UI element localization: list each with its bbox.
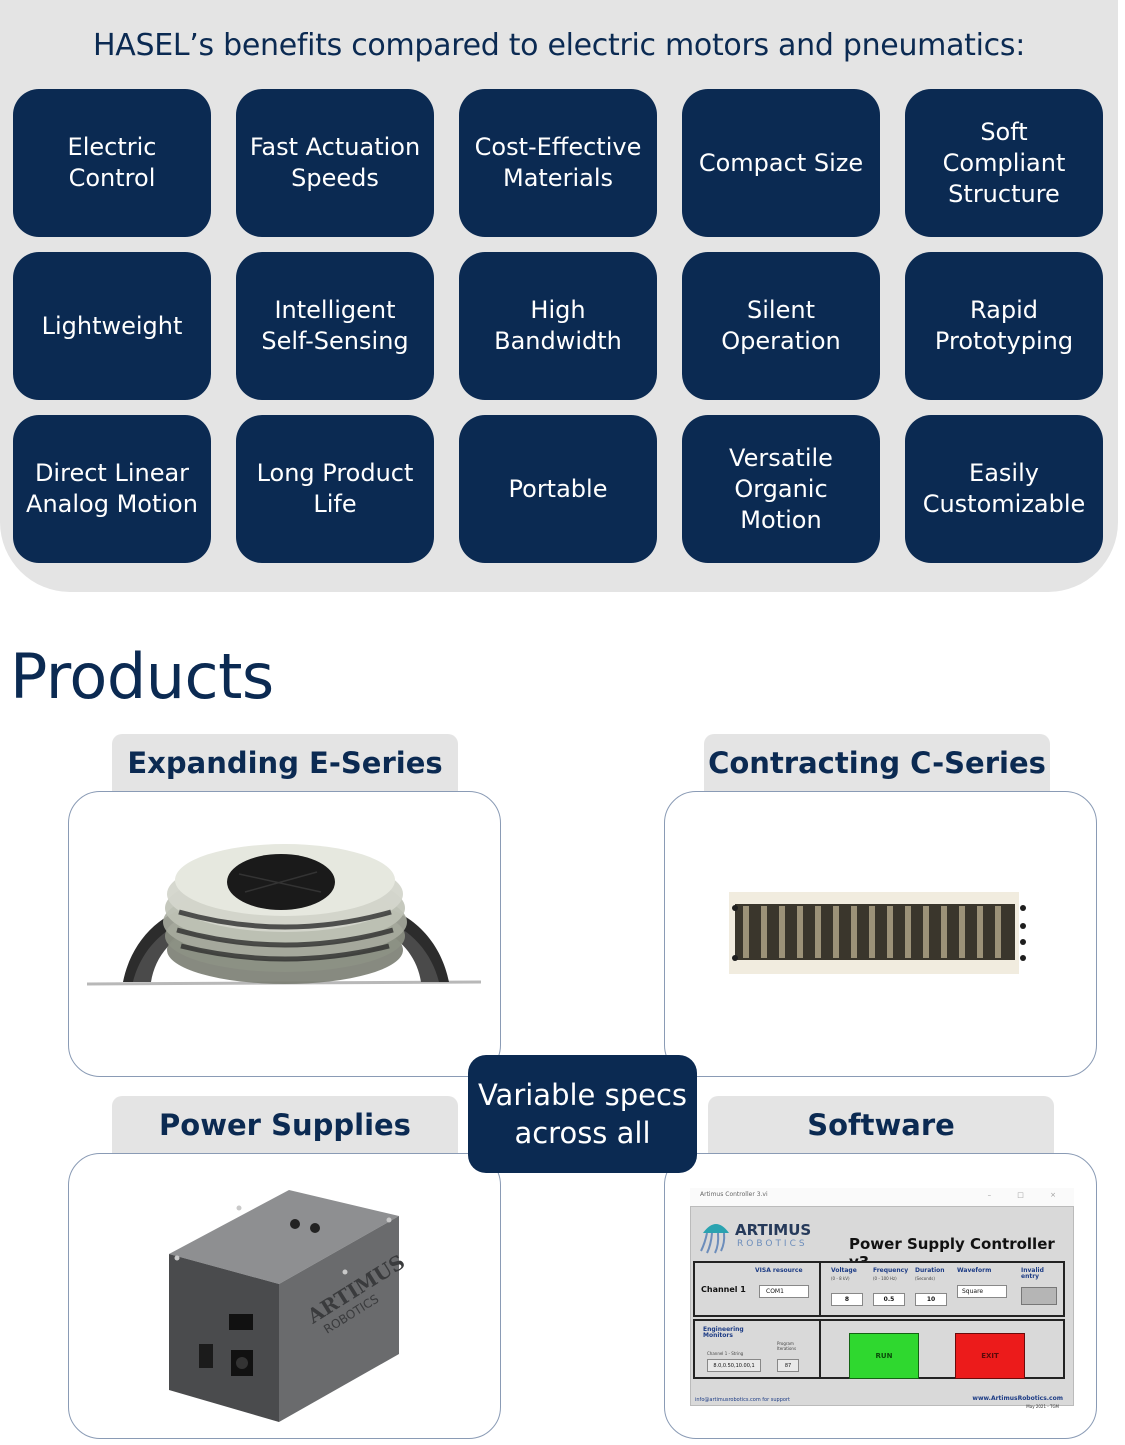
- support-text: info@artimusrobotics.com for support: [695, 1397, 790, 1403]
- voltage-input[interactable]: 8: [831, 1293, 863, 1306]
- benefit-tile: Fast Actuation Speeds: [236, 89, 434, 237]
- channel-label: Channel 1: [701, 1285, 746, 1294]
- duration-range: (Seconds): [915, 1276, 935, 1281]
- benefits-heading: HASEL’s benefits compared to electric mo…: [93, 28, 1025, 63]
- products-title: Products: [10, 640, 274, 713]
- benefit-tile: Rapid Prototyping: [905, 252, 1103, 400]
- controller-window-title: Artimus Controller 3.vi: [700, 1191, 768, 1198]
- program-iterations-label: Program Iterations: [777, 1341, 797, 1351]
- e-series-card: [68, 791, 501, 1077]
- benefit-tile: Cost-Effective Materials: [459, 89, 657, 237]
- waveform-label: Waveform: [957, 1267, 992, 1274]
- variable-specs-badge: Variable specs across all: [468, 1055, 697, 1173]
- exit-button[interactable]: EXIT: [955, 1333, 1025, 1379]
- program-iterations-display: 87: [777, 1359, 799, 1372]
- benefit-tile: Portable: [459, 415, 657, 563]
- benefit-tile: Intelligent Self-Sensing: [236, 252, 434, 400]
- visa-label: VISA resource: [755, 1267, 803, 1274]
- duration-label: Duration: [915, 1267, 945, 1274]
- invalid-entry-label: Invalid entry: [1021, 1267, 1044, 1280]
- visa-resource-select[interactable]: COM1: [759, 1285, 809, 1298]
- e-series-actuator-image: [86, 844, 482, 986]
- waveform-select[interactable]: Square: [957, 1285, 1007, 1298]
- c-series-actuator-image: [729, 892, 1026, 974]
- frequency-input[interactable]: 0.5: [873, 1293, 905, 1306]
- c-series-card: [664, 791, 1097, 1077]
- voltage-range: (0 - 8 kV): [831, 1276, 850, 1281]
- window-controls[interactable]: – □ ×: [987, 1191, 1068, 1199]
- benefit-tile: High Bandwidth: [459, 252, 657, 400]
- jellyfish-logo-icon: [700, 1224, 729, 1254]
- benefit-tile: Electric Control: [13, 89, 211, 237]
- invalid-entry-indicator: [1021, 1287, 1057, 1305]
- benefit-tile: Lightweight: [13, 252, 211, 400]
- controller-window: Artimus Controller 3.vi – □ × ARTIMUS RO…: [690, 1188, 1074, 1409]
- date-text: May 2021 - TGM: [1026, 1404, 1059, 1409]
- brand-subname: ROBOTICS: [737, 1239, 808, 1249]
- controller-panel: ARTIMUS ROBOTICS Power Supply Controller…: [690, 1206, 1074, 1409]
- website-text: www.ArtimusRobotics.com: [972, 1395, 1063, 1402]
- engineering-monitors-label: Engineering Monitors: [703, 1326, 744, 1339]
- power-supply-image: ARTIMUS ROBOTICS: [169, 1190, 409, 1422]
- channel-string-display: 8.0,0.50,10.00,1: [707, 1359, 761, 1372]
- frequency-label: Frequency: [873, 1267, 909, 1274]
- benefit-tile: Versatile Organic Motion: [682, 415, 880, 563]
- c-series-tab: Contracting C-Series: [704, 734, 1050, 792]
- voltage-label: Voltage: [831, 1267, 857, 1274]
- duration-input[interactable]: 10: [915, 1293, 947, 1306]
- benefit-tile: Compact Size: [682, 89, 880, 237]
- benefit-tile: Long Product Life: [236, 415, 434, 563]
- brand-name: ARTIMUS: [735, 1221, 812, 1239]
- benefit-tile: Direct Linear Analog Motion: [13, 415, 211, 563]
- software-tab: Software: [708, 1096, 1054, 1154]
- benefit-tile: Soft Compliant Structure: [905, 89, 1103, 237]
- run-button[interactable]: RUN: [849, 1333, 919, 1379]
- benefit-tile: Silent Operation: [682, 252, 880, 400]
- power-supplies-card: ARTIMUS ROBOTICS: [68, 1153, 501, 1439]
- benefit-tile: Easily Customizable: [905, 415, 1103, 563]
- e-series-tab: Expanding E-Series: [112, 734, 458, 792]
- frequency-range: (0 - 100 Hz): [873, 1276, 897, 1281]
- channel-string-label: Channel 1 - String: [707, 1351, 744, 1356]
- channel-row: Channel 1 VISA resource COM1 Voltage (0 …: [693, 1261, 1065, 1317]
- power-supplies-tab: Power Supplies: [112, 1096, 458, 1154]
